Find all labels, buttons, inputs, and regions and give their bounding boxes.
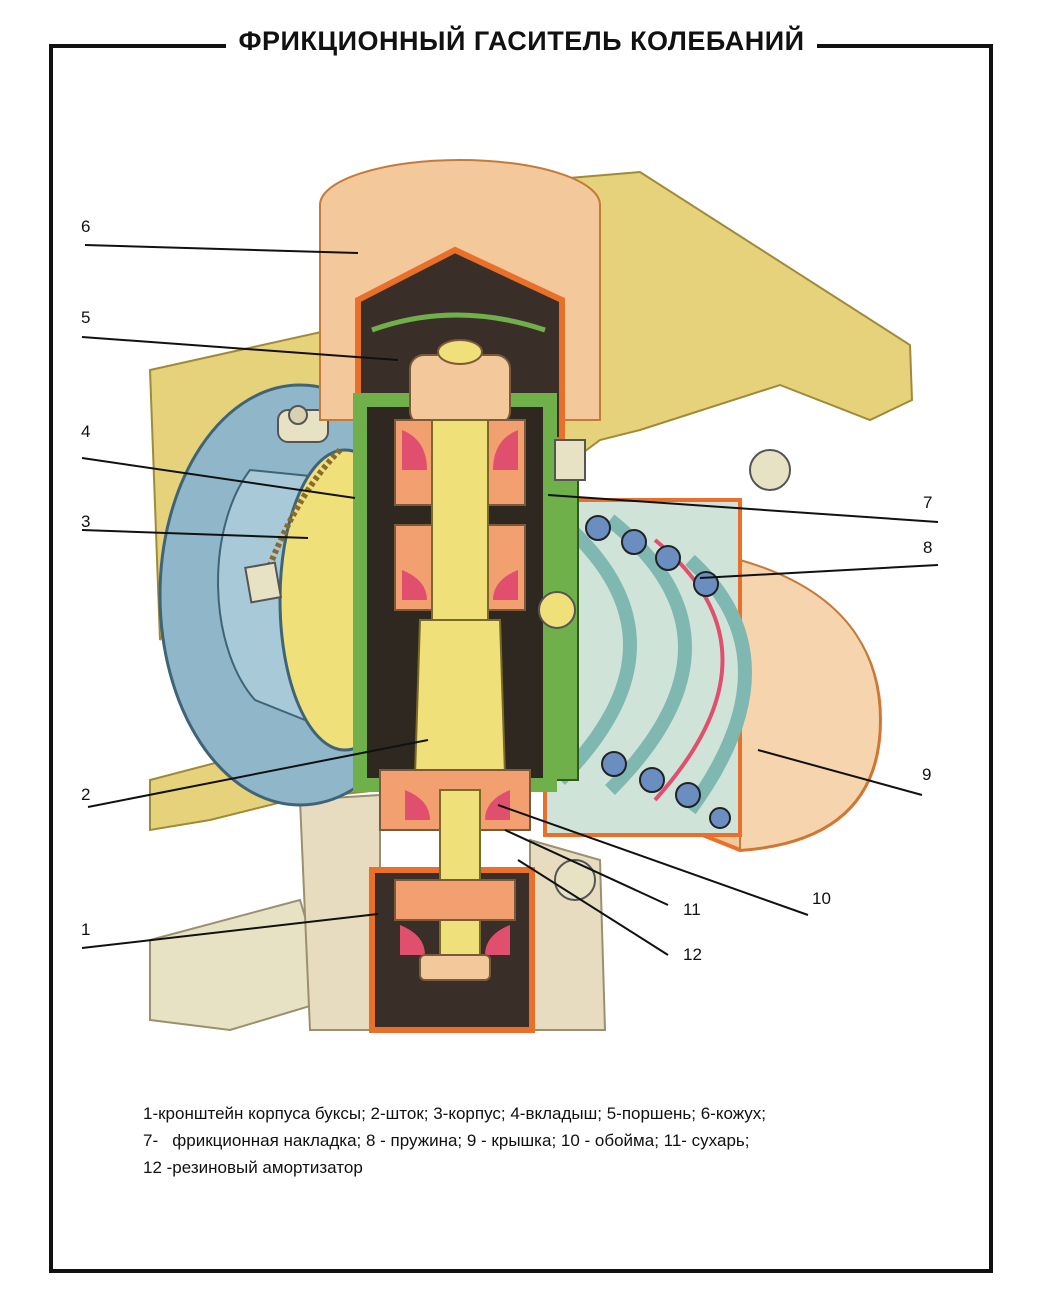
piston-rod-assembly	[353, 339, 791, 1033]
poster-title: ФРИКЦИОННЫЙ ГАСИТЕЛЬ КОЛЕБАНИЙ	[0, 26, 1043, 57]
legend-line-2-text: фрикционная накладка; 8 - пружина; 9 - к…	[172, 1131, 750, 1150]
cover-9	[537, 479, 883, 853]
legend-line-3: 12 -резиновый амортизатор	[143, 1158, 363, 1177]
legend-line-2-num: 7-	[143, 1131, 159, 1150]
callout-12: 12	[683, 945, 702, 964]
leader-lines	[81, 244, 939, 956]
callout-6: 6	[81, 217, 90, 236]
legend: 1-кронштейн корпуса буксы; 2-шток; 3-кор…	[143, 1100, 943, 1181]
callout-numbers: 6 5 4 3 2 1 7 8 9 10 11 12	[81, 217, 932, 964]
callout-7: 7	[923, 493, 932, 512]
callout-4: 4	[81, 422, 90, 441]
callout-9: 9	[922, 765, 931, 784]
legend-line-1: 1-кронштейн корпуса буксы; 2-шток; 3-кор…	[143, 1104, 767, 1123]
callout-2: 2	[81, 785, 90, 804]
callout-3: 3	[81, 512, 90, 531]
callout-8: 8	[923, 538, 932, 557]
callout-11: 11	[683, 900, 701, 919]
callout-10: 10	[812, 889, 831, 908]
callout-1: 1	[81, 920, 90, 939]
callout-5: 5	[81, 308, 90, 327]
legend-line-2: 7- фрикционная накладка; 8 - пружина; 9 …	[143, 1127, 943, 1154]
